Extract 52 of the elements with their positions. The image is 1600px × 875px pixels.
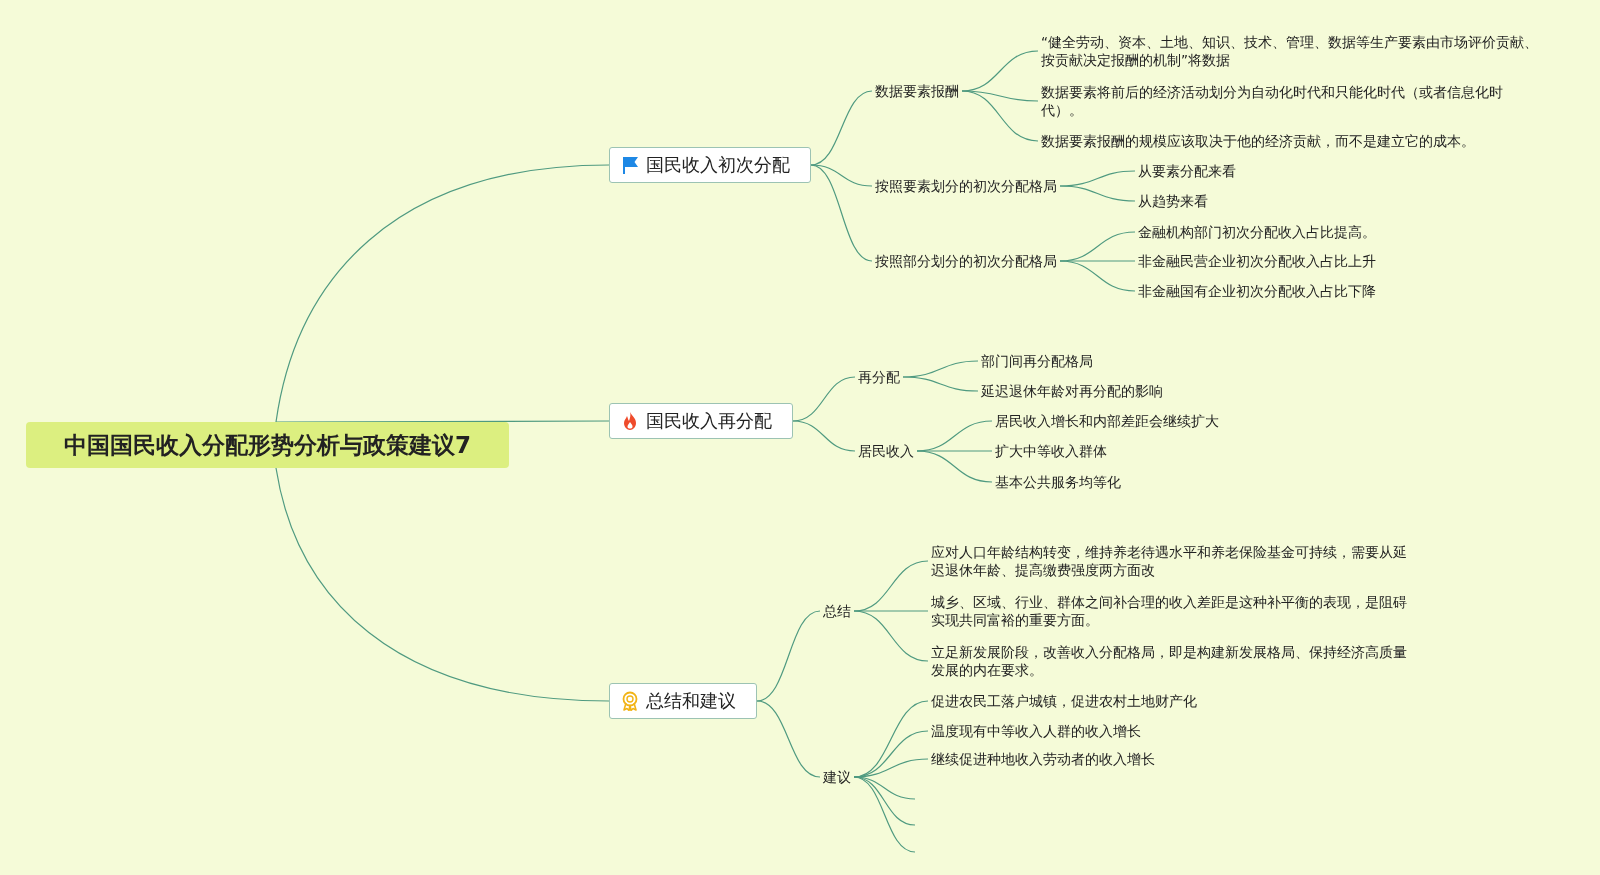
branch-line bbox=[961, 90, 1039, 102]
main-topic-box bbox=[609, 403, 793, 439]
branch-line bbox=[275, 420, 610, 423]
topic-text: 国民收入初次分配 bbox=[646, 153, 790, 177]
branch-line bbox=[853, 776, 916, 853]
main-topic-box bbox=[609, 683, 757, 719]
subtopic-label: 再分配 bbox=[855, 368, 903, 386]
leaf-text: 从趋势来看 bbox=[1135, 192, 1211, 210]
leaf-text: 继续促进种地收入劳动者的收入增长 bbox=[928, 750, 1158, 768]
branch-line bbox=[810, 164, 873, 262]
leaf-text: 数据要素报酬的规模应该取决于他的经济贡献，而不是建立它的成本。 bbox=[1038, 132, 1478, 150]
leaf-text: 立足新发展阶段，改善收入分配格局，即是构建新发展格局、保持经济高质量发展的内在要求。 bbox=[928, 643, 1423, 679]
main-topic-box bbox=[609, 147, 811, 183]
leaf-text: 延迟退休年龄对再分配的影响 bbox=[978, 382, 1166, 400]
topic-text: 国民收入再分配 bbox=[646, 409, 772, 433]
branch-line bbox=[275, 467, 610, 702]
leaf-text: “健全劳动、资本、土地、知识、技术、管理、数据等生产要素由市场评价贡献、按贡献决定报酬的机制”将数据 bbox=[1038, 33, 1548, 69]
leaf-text: 数据要素将前后的经济活动划分为自动化时代和只能化时代（或者信息化时代）。 bbox=[1038, 83, 1508, 119]
leaf-text: 部门间再分配格局 bbox=[978, 352, 1096, 370]
leaf-text: 金融机构部门初次分配收入占比提高。 bbox=[1135, 223, 1379, 241]
branch-line bbox=[961, 90, 1039, 142]
subtopic-label: 数据要素报酬 bbox=[872, 82, 962, 100]
branch-line bbox=[853, 610, 929, 662]
leaf-text: 非金融国有企业初次分配收入占比下降 bbox=[1135, 282, 1379, 300]
branch-line bbox=[902, 376, 979, 392]
leaf-text: 扩大中等收入群体 bbox=[992, 442, 1110, 460]
branch-line bbox=[1059, 260, 1136, 292]
leaf-text: 基本公共服务均等化 bbox=[992, 473, 1124, 491]
branch-line bbox=[275, 164, 610, 423]
branch-line bbox=[756, 700, 821, 778]
leaf-text: 居民收入增长和内部差距会继续扩大 bbox=[992, 412, 1222, 430]
subtopic-label: 总结 bbox=[820, 602, 854, 620]
topic-text: 总结和建议 bbox=[646, 689, 736, 713]
leaf-text: 温度现有中等收入人群的收入增长 bbox=[928, 722, 1144, 740]
subtopic-label: 建议 bbox=[820, 768, 854, 786]
branch-line bbox=[810, 164, 873, 187]
leaf-text: 促进农民工落户城镇，促进农村土地财产化 bbox=[928, 692, 1200, 710]
branch-line bbox=[1059, 185, 1136, 202]
leaf-text: 非金融民营企业初次分配收入占比上升 bbox=[1135, 252, 1379, 270]
central-topic: 中国国民收入分配形势分析与政策建议7 bbox=[26, 422, 509, 468]
leaf-text: 应对人口年龄结构转变，维持养老待遇水平和养老保险基金可持续，需要从延迟退休年龄、提高缴费强度两方面改 bbox=[928, 543, 1423, 579]
branch-line bbox=[916, 450, 993, 483]
subtopic-label: 居民收入 bbox=[855, 442, 917, 460]
branch-line bbox=[756, 610, 821, 702]
branch-line bbox=[853, 776, 916, 800]
branch-line bbox=[853, 610, 929, 612]
branch-line bbox=[853, 776, 916, 826]
subtopic-label: 按照要素划分的初次分配格局 bbox=[872, 177, 1060, 195]
leaf-text: 城乡、区域、行业、群体之间补合理的收入差距是这种补平衡的表现，是阻碍实现共同富裕的重要方面。 bbox=[928, 593, 1423, 629]
branch-line bbox=[792, 420, 856, 452]
subtopic-label: 按照部分划分的初次分配格局 bbox=[872, 252, 1060, 270]
leaf-text: 从要素分配来看 bbox=[1135, 162, 1239, 180]
